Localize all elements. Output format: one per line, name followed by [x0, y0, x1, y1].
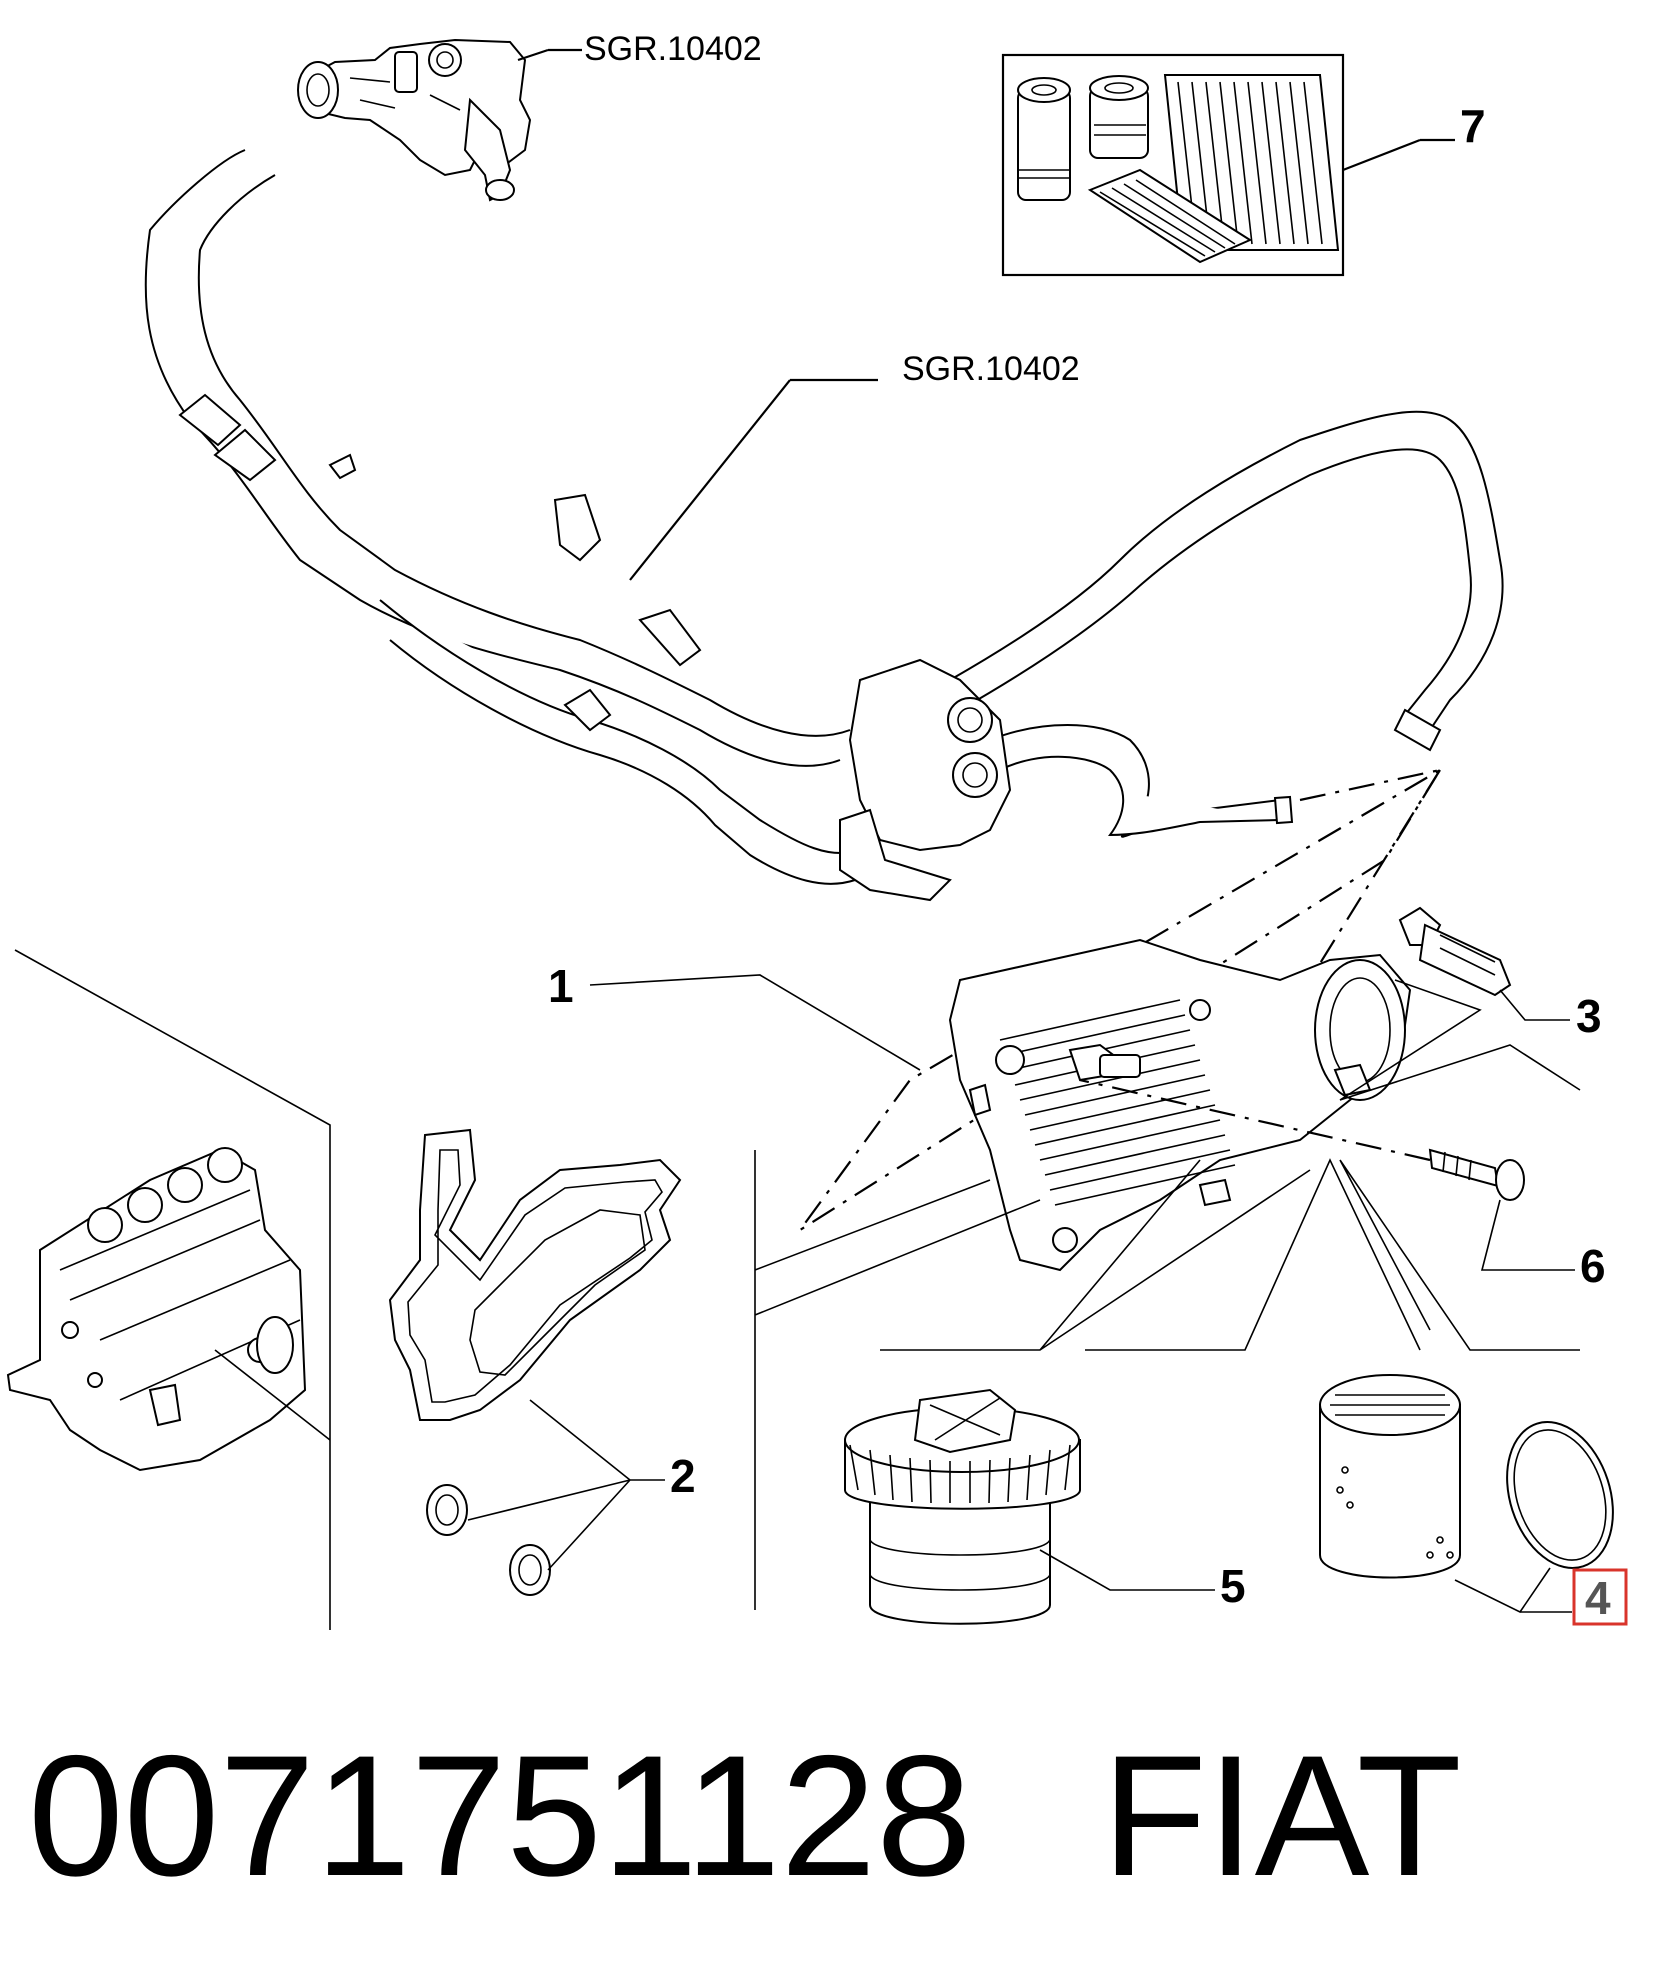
- leader-2: [467, 1399, 665, 1571]
- ref-label-middle: SGR.10402: [902, 350, 1080, 388]
- oil-filter-element: [1319, 1374, 1461, 1579]
- pressure-sensor: [1398, 906, 1512, 997]
- leader-6: [1480, 1199, 1575, 1271]
- filter-kit-box: [1001, 53, 1345, 277]
- leader-top-ref: [517, 48, 549, 62]
- part-number: 0071751128: [28, 1720, 972, 1912]
- leader-7: [1342, 138, 1421, 172]
- gasket-set: [388, 1128, 682, 1596]
- thermostat-housing: [297, 38, 532, 202]
- bolt: [1428, 1148, 1525, 1201]
- brand-name: FIAT: [1101, 1720, 1462, 1912]
- ref-label-top: SGR.10402: [584, 30, 762, 68]
- leader-3: [1499, 989, 1570, 1021]
- coolant-hoses: [144, 149, 1504, 902]
- callout-2: 2: [670, 1450, 696, 1502]
- callout-5: 5: [1220, 1560, 1246, 1612]
- leader-5: [1039, 1549, 1215, 1591]
- callout-4: 4: [1585, 1572, 1611, 1624]
- highlight-box: [1572, 1568, 1628, 1626]
- leader-1: [589, 974, 921, 1071]
- oil-cooler-housing: [948, 938, 1412, 1272]
- oil-filter-cap: [844, 1388, 1081, 1625]
- engine-block: [6, 949, 331, 1630]
- callout-1: 1: [548, 960, 574, 1012]
- callout-3: 3: [1576, 990, 1602, 1042]
- o-ring: [1506, 1421, 1614, 1569]
- callout-7: 7: [1460, 100, 1486, 152]
- callout-6: 6: [1580, 1240, 1606, 1292]
- leader-middle-ref: [629, 379, 791, 581]
- leader-4: [1454, 1567, 1572, 1614]
